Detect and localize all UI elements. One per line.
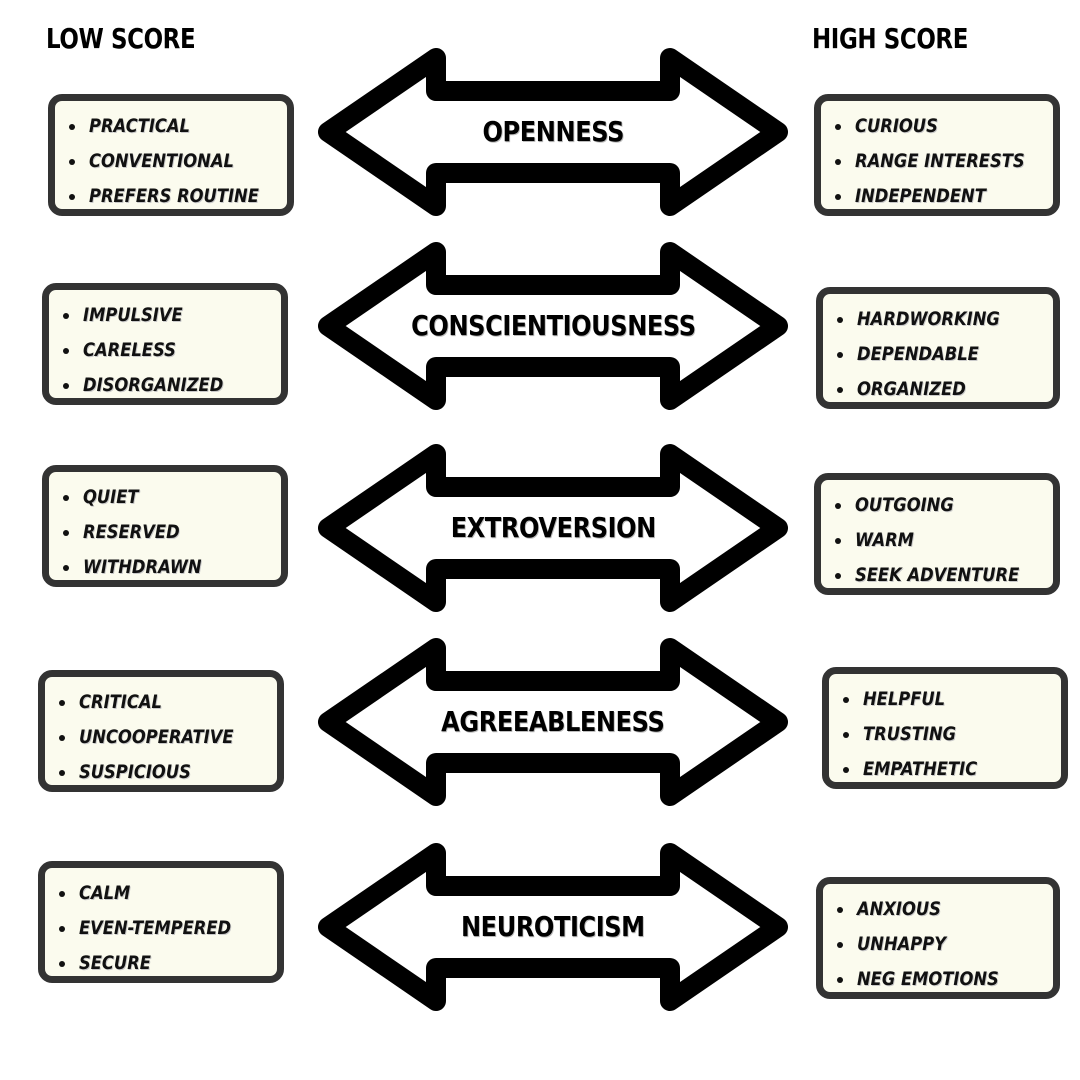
list-item: UNHAPPY [823, 927, 1053, 962]
agreeableness-low-box: CRITICAL UNCOOPERATIVE SUSPICIOUS [38, 670, 284, 792]
arrow-shape [318, 48, 788, 216]
double-arrow-icon [318, 242, 788, 410]
double-arrow-icon [318, 48, 788, 216]
double-arrow-icon [318, 843, 788, 1011]
high-score-header: HIGH SCORE [812, 22, 968, 55]
list-item: WARM [821, 523, 1053, 558]
list-item: TRUSTING [829, 717, 1061, 752]
arrow-shape [318, 843, 788, 1011]
list-item: SEEK ADVENTURE [821, 558, 1053, 593]
list-item: UNCOOPERATIVE [45, 720, 277, 755]
list-item: EMPATHETIC [829, 752, 1061, 787]
openness-low-box: PRACTICAL CONVENTIONAL PREFERS ROUTINE [48, 94, 294, 216]
list-item: NEG EMOTIONS [823, 962, 1053, 997]
arrow-shape [318, 444, 788, 612]
list-item: QUIET [49, 480, 281, 515]
conscientiousness-high-box: HARDWORKING DEPENDABLE ORGANIZED [816, 287, 1060, 409]
list-item: DISORGANIZED [49, 368, 281, 403]
list-item: PRACTICAL [55, 109, 287, 144]
list-item: IMPULSIVE [49, 298, 281, 333]
openness-high-box: CURIOUS RANGE INTERESTS INDEPENDENT [814, 94, 1060, 216]
list-item: RESERVED [49, 515, 281, 550]
extroversion-low-box: QUIET RESERVED WITHDRAWN [42, 465, 288, 587]
trait-label: NEUROTICISM [461, 910, 645, 943]
list-item: INDEPENDENT [821, 179, 1053, 214]
extroversion-high-box: OUTGOING WARM SEEK ADVENTURE [814, 473, 1060, 595]
neuroticism-low-box: CALM EVEN-TEMPERED SECURE [38, 861, 284, 983]
list-item: ANXIOUS [823, 892, 1053, 927]
trait-label: AGREEABLENESS [441, 705, 665, 738]
arrow-shape [318, 242, 788, 410]
agreeableness-high-box: HELPFUL TRUSTING EMPATHETIC [822, 667, 1068, 789]
arrow-shape [318, 638, 788, 806]
list-item: WITHDRAWN [49, 550, 281, 585]
double-arrow-icon [318, 638, 788, 806]
openness-arrow: OPENNESS [318, 48, 788, 218]
neuroticism-arrow: NEUROTICISM [318, 843, 788, 1013]
trait-label: CONSCIENTIOUSNESS [410, 309, 696, 342]
list-item: CURIOUS [821, 109, 1053, 144]
list-item: CARELESS [49, 333, 281, 368]
list-item: DEPENDABLE [823, 337, 1053, 372]
neuroticism-high-box: ANXIOUS UNHAPPY NEG EMOTIONS [816, 877, 1060, 999]
conscientiousness-low-box: IMPULSIVE CARELESS DISORGANIZED [42, 283, 288, 405]
list-item: HELPFUL [829, 682, 1061, 717]
trait-label: EXTROVERSION [450, 511, 656, 544]
list-item: HARDWORKING [823, 302, 1053, 337]
list-item: EVEN-TEMPERED [45, 911, 277, 946]
trait-label: OPENNESS [482, 115, 624, 148]
list-item: CONVENTIONAL [55, 144, 287, 179]
list-item: PREFERS ROUTINE [55, 179, 287, 214]
list-item: SUSPICIOUS [45, 755, 277, 790]
list-item: SECURE [45, 946, 277, 981]
list-item: RANGE INTERESTS [821, 144, 1053, 179]
low-score-header: LOW SCORE [46, 22, 196, 55]
double-arrow-icon [318, 444, 788, 612]
conscientiousness-arrow: CONSCIENTIOUSNESS [318, 242, 788, 412]
extroversion-arrow: EXTROVERSION [318, 444, 788, 614]
list-item: CALM [45, 876, 277, 911]
list-item: CRITICAL [45, 685, 277, 720]
list-item: ORGANIZED [823, 372, 1053, 407]
list-item: OUTGOING [821, 488, 1053, 523]
agreeableness-arrow: AGREEABLENESS [318, 638, 788, 808]
